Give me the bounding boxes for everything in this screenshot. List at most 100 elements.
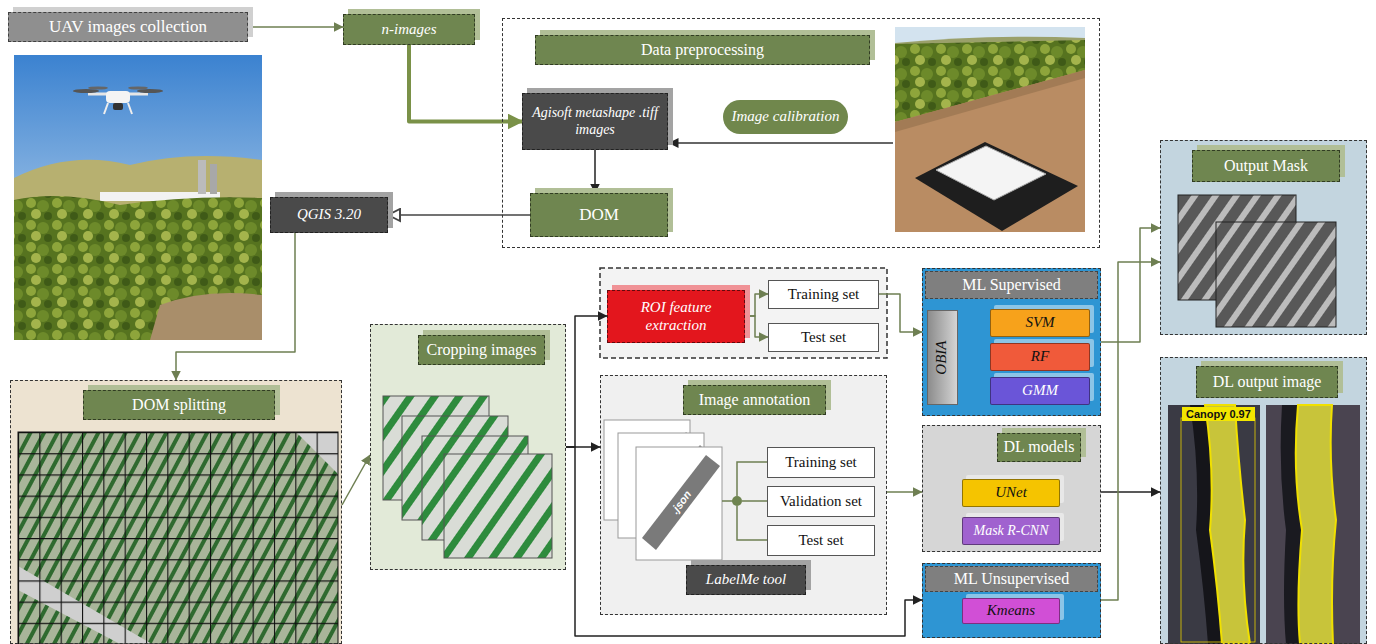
model-box: GMM (990, 377, 1090, 405)
panel-fill (1160, 357, 1367, 644)
node-label: GMM (1022, 382, 1058, 399)
group-panel: DOM splitting (10, 380, 342, 644)
connector (745, 294, 768, 316)
node-label: UAV images collection (49, 17, 207, 37)
node-label: ML Supervised (962, 276, 1061, 294)
software-box: QGIS 3.20 (270, 197, 388, 233)
connector (1101, 491, 1160, 493)
panel-fill (10, 380, 342, 644)
model-panel: ML SupervisedOBIA SVM RF GMM (922, 268, 1101, 416)
connector (176, 233, 295, 380)
annotation-files (604, 420, 767, 560)
panel-heading: ML Unsupervised (925, 566, 1098, 592)
node-label: DOM splitting (132, 396, 226, 414)
model-box: UNet (962, 479, 1060, 507)
panel-heading: Cropping images (418, 335, 545, 365)
model-box: SVM (990, 309, 1090, 337)
calibration-photo (895, 27, 1085, 232)
method-box: OBIA (927, 310, 958, 405)
model-box: Kmeans (962, 598, 1060, 624)
panel-fill (922, 425, 1101, 552)
panel-heading: Data preprocessing (535, 35, 870, 65)
connector (342, 455, 370, 505)
dl-output-images (1168, 405, 1360, 644)
model-box: RF (990, 343, 1090, 371)
panel-fill (922, 268, 1101, 416)
panel-fill (922, 563, 1101, 638)
calibration-wire (669, 142, 893, 144)
detection-label: Canopy 0.97 (1182, 407, 1255, 421)
connector (566, 316, 607, 447)
panel-heading: ML Supervised (925, 271, 1098, 299)
connector (745, 316, 768, 337)
output-panel: Output Mask (1160, 140, 1367, 335)
node-label: n-images (382, 21, 437, 38)
source-box: UAV images collection (8, 12, 248, 42)
model-box: Mask R-CNN (962, 517, 1060, 545)
connector (248, 26, 343, 28)
panel-heading: DL output image (1196, 366, 1338, 398)
node-label: QGIS 3.20 (297, 206, 361, 223)
process-box: ROI feature extraction (607, 290, 745, 343)
node-label: SVM (1025, 314, 1054, 331)
connector (879, 294, 922, 332)
cropped-tiles (383, 396, 552, 558)
process-pill: Image calibration (723, 100, 848, 134)
process-box: DOM (530, 193, 668, 237)
connector (1101, 262, 1160, 600)
node-label: Test set (798, 532, 843, 549)
connector (566, 447, 922, 636)
node-label: OBIA (934, 340, 951, 374)
connector (594, 150, 596, 193)
dataset-box: Test set (767, 525, 875, 556)
group-panel: Cropping images (370, 324, 566, 570)
connector (409, 45, 522, 122)
node-label: Training set (785, 454, 857, 471)
orthomosaic (18, 432, 338, 644)
node-label: Test set (801, 329, 846, 346)
panel-heading: Output Mask (1192, 150, 1340, 182)
node-label: RF (1031, 348, 1049, 365)
node-label: Agisoft metashape .tiff images (529, 105, 661, 137)
file-extension: .json (668, 488, 693, 516)
dataset-box: Validation set (767, 486, 875, 517)
model-panel: DL modelsUNetMask R-CNN (922, 425, 1101, 552)
node-label: Validation set (780, 493, 862, 510)
node-label: Training set (788, 286, 860, 303)
node-label: Data preprocessing (641, 41, 764, 59)
roi-panel (600, 268, 887, 358)
panel-fill (600, 375, 887, 615)
connector (388, 214, 530, 216)
output-panel: DL output image (1160, 357, 1367, 644)
node-label: Image annotation (699, 391, 811, 409)
node-label: Output Mask (1224, 157, 1308, 175)
node-label: DL models (1004, 438, 1075, 456)
node-label: UNet (995, 484, 1027, 501)
process-box: n-images (343, 14, 475, 45)
node-label: Mask R-CNN (973, 523, 1048, 539)
node-label: Kmeans (987, 602, 1035, 619)
panel-heading: DOM splitting (83, 390, 275, 420)
node-label: Image calibration (732, 108, 840, 125)
group-panel: Data preprocessingAgisoft metashape .tif… (502, 18, 1100, 248)
node-label: LabelMe tool (706, 571, 786, 588)
uav-photo (14, 55, 262, 340)
dataset-box: Test set (768, 323, 879, 352)
connector (887, 491, 922, 493)
panel-heading: DL models (997, 433, 1082, 462)
node-label: Cropping images (427, 341, 537, 359)
software-box: Agisoft metashape .tiff images (522, 93, 668, 150)
dataset-box: Training set (767, 447, 875, 478)
panel-fill (370, 324, 566, 570)
dataset-box: Training set (768, 280, 879, 309)
node-label: DL output image (1213, 373, 1322, 391)
panel-fill (1160, 140, 1367, 335)
panel-heading: Image annotation (683, 385, 826, 415)
software-box: LabelMe tool (686, 565, 806, 595)
group-panel: Image annotationTraining setValidation s… (600, 375, 887, 615)
node-label: ML Unsupervised (954, 570, 1069, 588)
node-label: DOM (579, 205, 619, 225)
split-grid (18, 432, 338, 644)
model-panel: ML UnsupervisedKmeans (922, 563, 1101, 638)
